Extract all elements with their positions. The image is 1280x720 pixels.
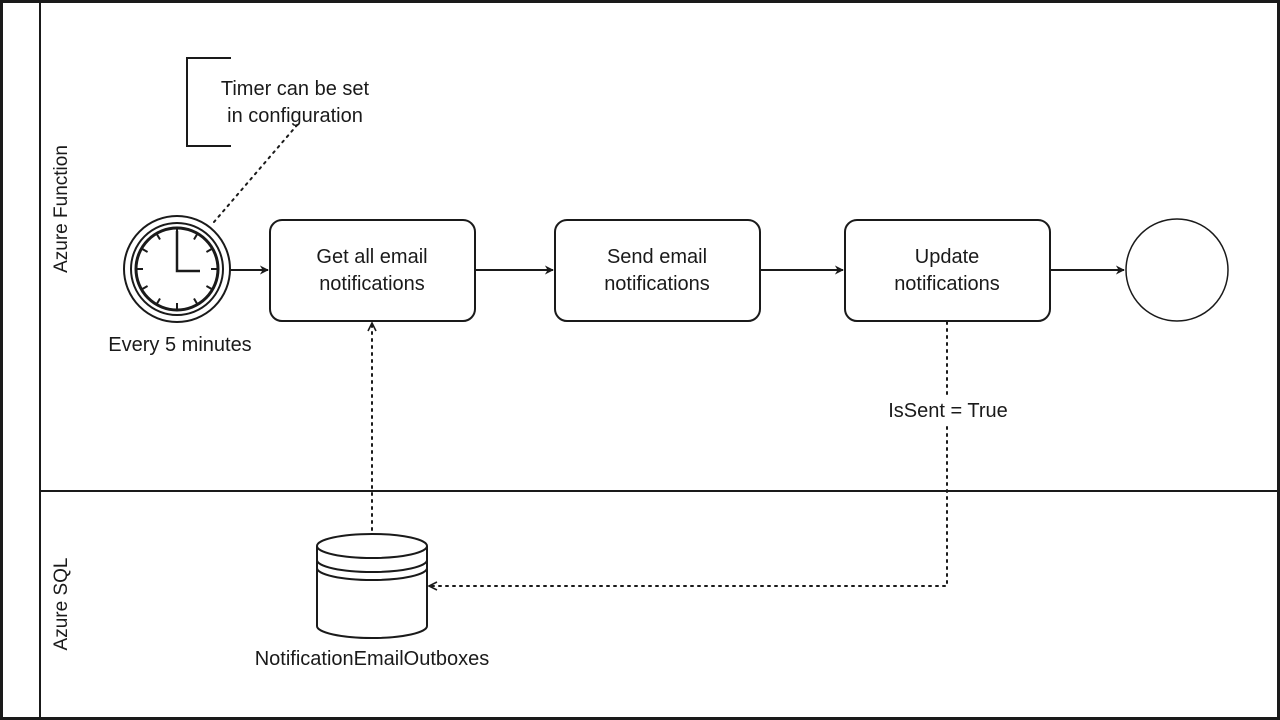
edge-label-is-sent: IsSent = True: [888, 400, 1008, 422]
task-label-line-1: Send email: [607, 246, 707, 268]
annotation-association: [213, 123, 299, 223]
task-label-line-2: notifications: [604, 273, 710, 295]
end-event[interactable]: [1125, 218, 1229, 322]
data-association-write: [428, 321, 948, 586]
task-send-email-notifications[interactable]: Send email notifications: [554, 219, 761, 322]
task-label-line-2: notifications: [894, 273, 1000, 295]
timer-start-event[interactable]: [123, 215, 231, 323]
annotation-line-1: Timer can be set: [221, 78, 370, 100]
timer-label: Every 5 minutes: [108, 334, 251, 356]
text-annotation: Timer can be set in configuration: [186, 57, 370, 147]
clock-tick: [205, 285, 213, 290]
task-label-line-1: Get all email: [316, 246, 427, 268]
annotation-line-2: in configuration: [227, 105, 363, 127]
lane-label-azure-sql: Azure SQL: [51, 558, 72, 651]
clock-tick: [193, 297, 198, 305]
clock-icon: [134, 226, 220, 312]
lane-label-azure-function: Azure Function: [51, 145, 72, 273]
clock-tick: [156, 297, 161, 305]
clock-tick: [193, 233, 198, 241]
clock-tick: [141, 248, 149, 253]
data-store-notification-email-outboxes[interactable]: [316, 533, 428, 639]
task-label-line-2: notifications: [319, 273, 425, 295]
clock-tick: [205, 248, 213, 253]
task-update-notifications[interactable]: Update notifications: [844, 219, 1051, 322]
data-store-label: NotificationEmailOutboxes: [255, 648, 490, 670]
clock-tick: [156, 233, 161, 241]
task-label-line-1: Update: [915, 246, 980, 268]
task-get-all-email-notifications[interactable]: Get all email notifications: [269, 219, 476, 322]
clock-tick: [141, 285, 149, 290]
